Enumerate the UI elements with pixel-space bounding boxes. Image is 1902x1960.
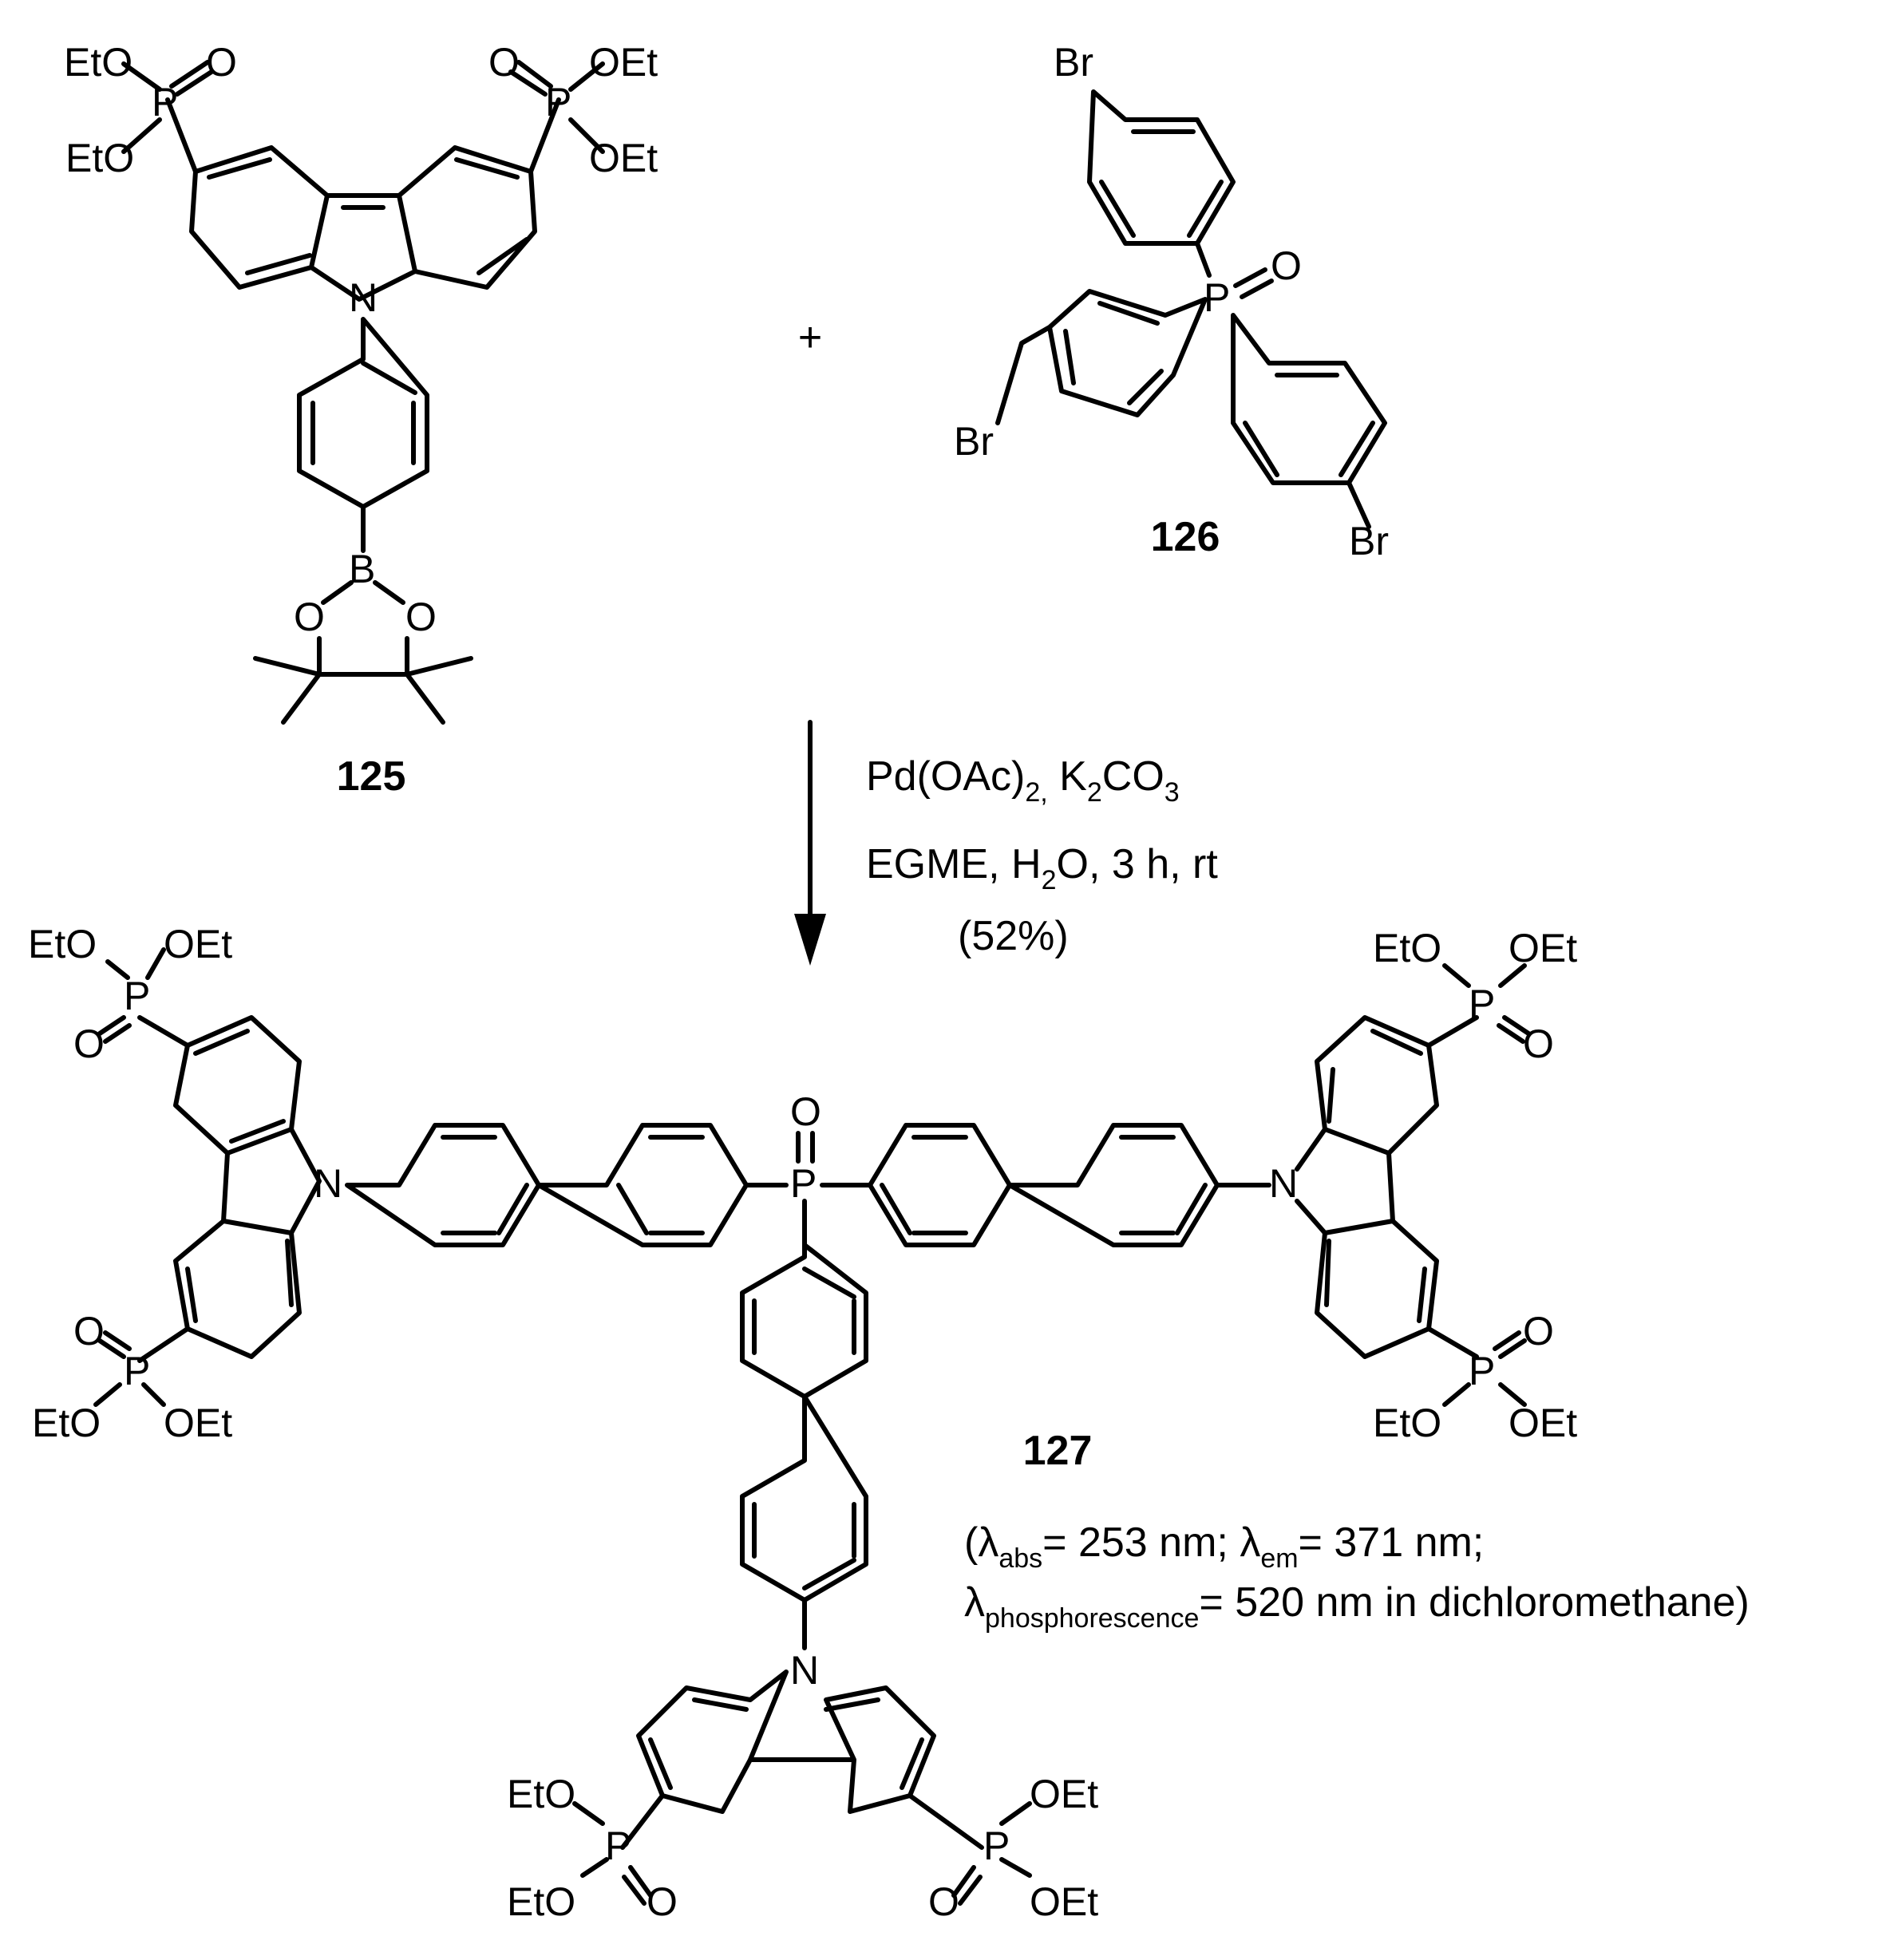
conditions-line-2: EGME, H2O, 3 h, rt (866, 841, 1218, 895)
atom-label: P (124, 1349, 150, 1393)
properties-line-1: (λabs= 253 nm; λem= 371 nm; (964, 1519, 1484, 1574)
conditions-line-1: Pd(OAc)2, K2CO3 (866, 753, 1180, 808)
atom-label: OEt (1509, 926, 1577, 970)
atom-label: O (73, 1021, 105, 1066)
atom-label: O (1271, 243, 1302, 288)
atom-label: O (647, 1879, 678, 1924)
atom-label: P (1204, 275, 1230, 320)
atom-label: EtO (1373, 1401, 1441, 1445)
atom-label: P (545, 80, 571, 124)
atom-label: N (314, 1161, 342, 1206)
atom-label: EtO (507, 1772, 575, 1816)
atom-label: P (790, 1161, 817, 1206)
compound-label-125: 125 (337, 753, 406, 800)
atom-label: O (294, 595, 325, 639)
atom-label: N (1269, 1161, 1298, 1206)
atom-label: P (152, 80, 178, 124)
atom-label: OEt (589, 40, 658, 85)
atom-label: O (73, 1309, 105, 1353)
properties-line-2: λphosphorescence= 520 nm in dichlorometh… (964, 1579, 1750, 1634)
atom-label: EtO (32, 1401, 101, 1445)
atom-label: P (983, 1824, 1010, 1868)
atom-label: EtO (507, 1879, 575, 1924)
atom-label: OEt (589, 136, 658, 180)
atom-label: Br (1349, 519, 1389, 563)
atom-label: OEt (1030, 1879, 1098, 1924)
atom-label: N (349, 275, 378, 320)
atom-label: B (349, 547, 375, 591)
atom-label: OEt (164, 1401, 232, 1445)
atom-label: O (405, 595, 437, 639)
compound-label-126: 126 (1151, 514, 1220, 560)
atom-label: O (488, 40, 520, 85)
atom-label: Br (1054, 40, 1093, 85)
atom-label: P (605, 1824, 631, 1868)
compound-label-127: 127 (1023, 1428, 1093, 1474)
atom-label: EtO (65, 136, 134, 180)
atom-label: P (1469, 1349, 1495, 1393)
atom-label: EtO (1373, 926, 1441, 970)
reaction-arrow (794, 720, 826, 966)
conditions-yield: (52%) (958, 913, 1069, 959)
compound-127-structure: EtO OEt P O N O P EtO OEt P O N (28, 922, 1577, 1924)
atom-label: N (790, 1648, 819, 1693)
atom-label: O (1523, 1021, 1554, 1066)
plus-sign: + (798, 314, 822, 361)
compound-125-structure: EtO EtO P O O P OEt OEt N B O O 125 (64, 40, 658, 800)
atom-label: O (1523, 1309, 1554, 1353)
atom-label: EtO (28, 922, 97, 966)
atom-label: OEt (164, 922, 232, 966)
atom-label: P (1469, 982, 1495, 1026)
atom-label: OEt (1509, 1401, 1577, 1445)
compound-126-structure: Br P O Br Br 126 (954, 40, 1389, 563)
atom-label: EtO (64, 40, 132, 85)
atom-label: O (206, 40, 237, 85)
atom-label: Br (954, 419, 994, 464)
atom-label: P (124, 974, 150, 1018)
atom-label: O (790, 1089, 821, 1134)
atom-label: O (928, 1879, 959, 1924)
atom-label: OEt (1030, 1772, 1098, 1816)
